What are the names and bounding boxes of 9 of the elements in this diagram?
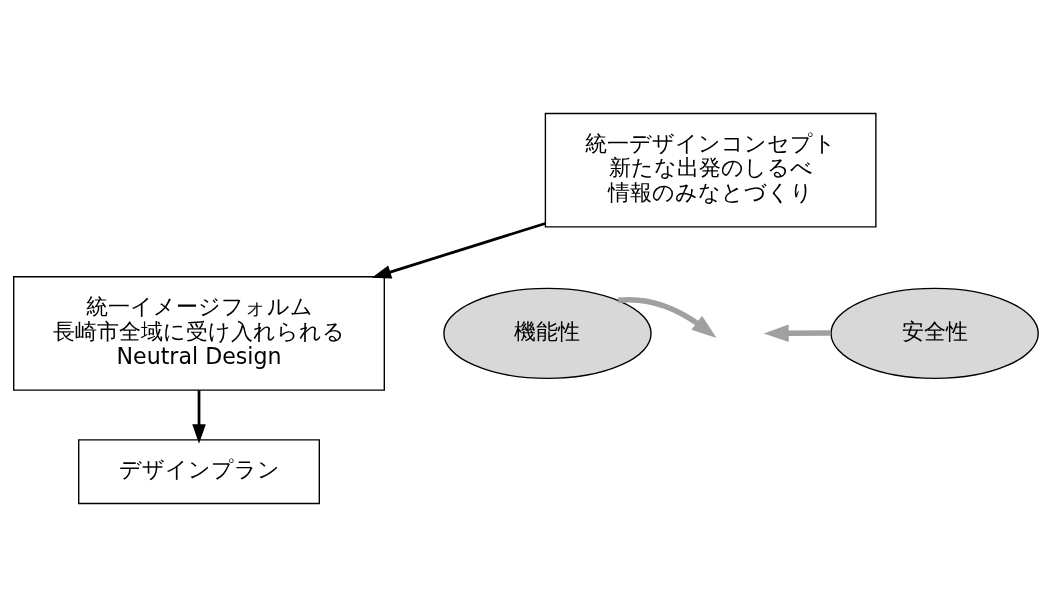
arrow [618, 296, 717, 338]
node-box: 統一デザインコンセプト 新たな出発のしるべ 情報のみなとづくり [544, 112, 877, 228]
arrow [192, 389, 206, 444]
node-box: 統一イメージフォルム 長崎市全域に受け入れられる Neutral Design [13, 275, 385, 391]
node-box: デザインプラン [78, 438, 320, 504]
arrow [763, 324, 831, 342]
node-ellipse: 機能性 [443, 287, 652, 379]
node-ellipse: 安全性 [830, 287, 1039, 379]
arrow [371, 221, 546, 279]
